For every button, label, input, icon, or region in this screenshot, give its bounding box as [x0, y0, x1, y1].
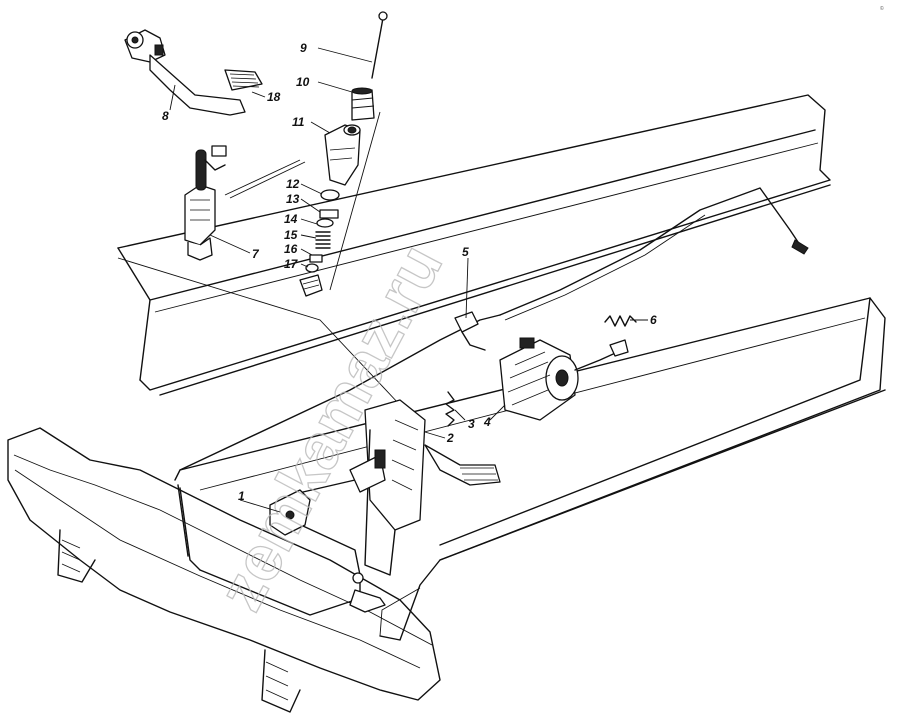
- right-frame-rail: [117, 94, 831, 396]
- pneumatic-booster: [499, 337, 629, 421]
- master-cylinder: [184, 145, 227, 261]
- callout-15: 15: [284, 228, 298, 242]
- small-parts-12-17: [299, 189, 340, 297]
- front-cross-member: [7, 427, 441, 713]
- cylinder-body-11: [324, 124, 361, 186]
- callout-14: 14: [284, 212, 298, 226]
- pedal-bracket: [349, 399, 501, 576]
- callout-13: 13: [286, 192, 300, 206]
- callout-3: 3: [468, 417, 475, 431]
- callout-9: 9: [300, 41, 307, 55]
- push-rod-9: [371, 11, 388, 79]
- callout-1: 1: [238, 489, 245, 503]
- callout-2: 2: [446, 431, 454, 445]
- callout-12: 12: [286, 177, 300, 191]
- callout-6: 6: [650, 313, 657, 327]
- callout-17: 17: [284, 257, 299, 271]
- callout-11: 11: [292, 115, 305, 129]
- callout-8: 8: [162, 109, 169, 123]
- spring-6: [604, 315, 637, 327]
- callout-leaders: [169, 47, 648, 513]
- callout-16: 16: [284, 242, 298, 256]
- callout-18: 18: [267, 90, 281, 104]
- spring-3: [445, 391, 455, 427]
- leader-lines: [117, 111, 401, 406]
- corner-mark: ©: [880, 5, 884, 12]
- callout-5: 5: [462, 245, 469, 259]
- callout-4: 4: [483, 415, 491, 429]
- clutch-pedal-assembly: [124, 29, 263, 116]
- callout-7: 7: [252, 247, 260, 261]
- lower-bracket: [269, 489, 386, 613]
- boot-10: [351, 87, 375, 121]
- callout-10: 10: [296, 75, 310, 89]
